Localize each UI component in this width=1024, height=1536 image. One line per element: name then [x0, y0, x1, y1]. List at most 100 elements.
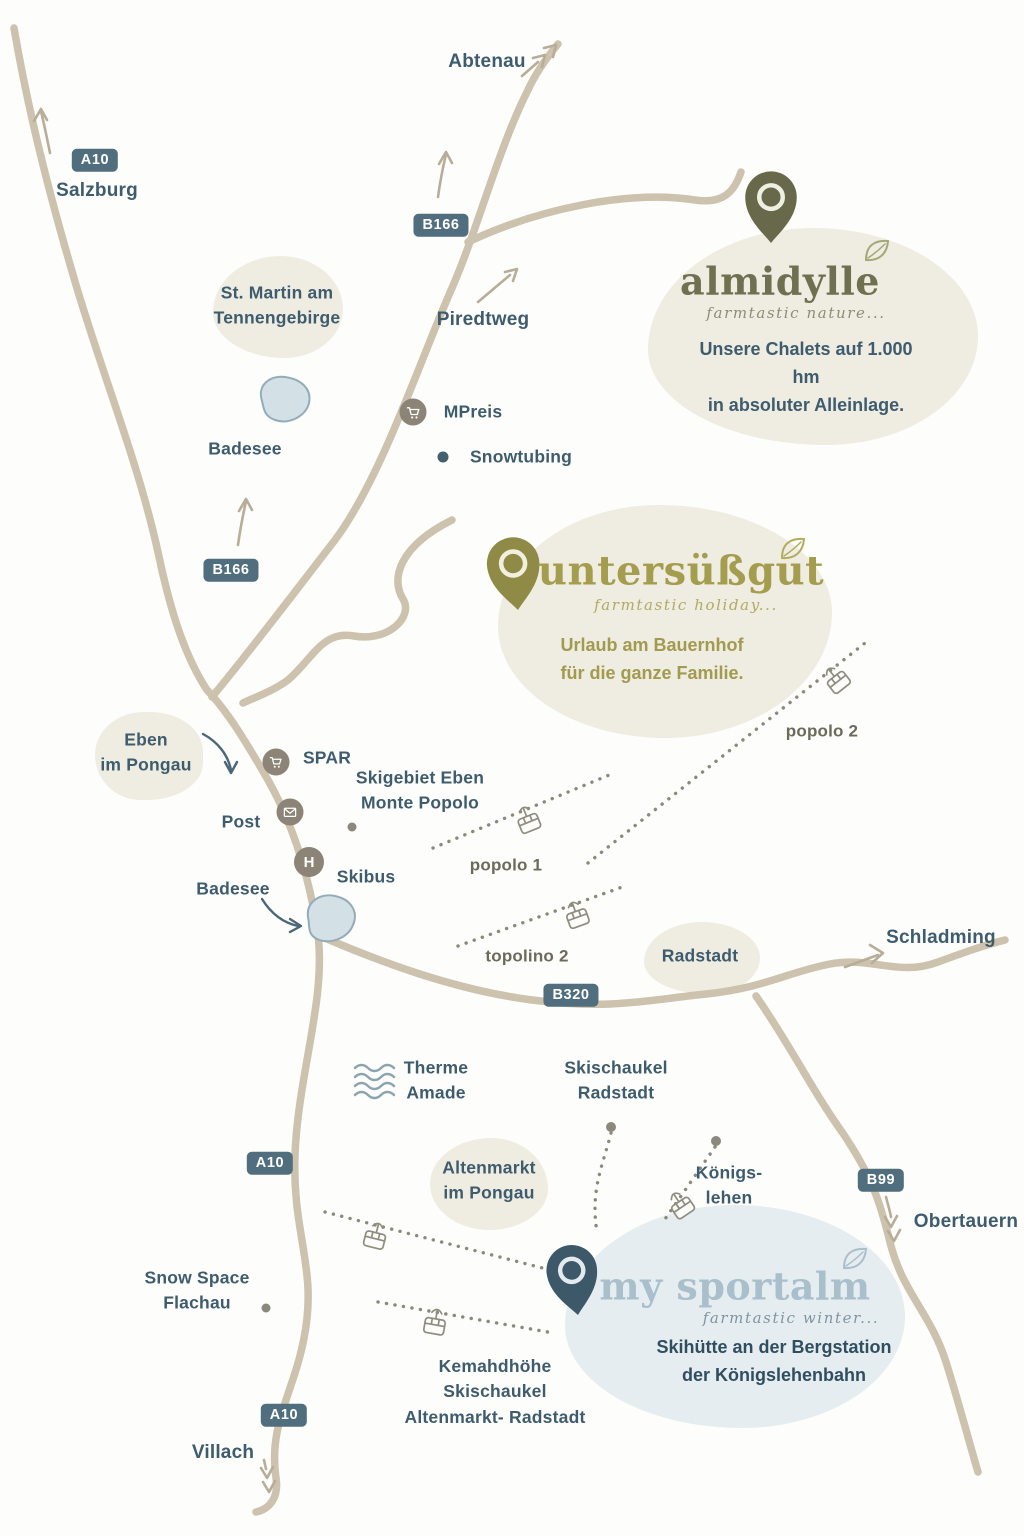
- place-label-badesee-north: Badesee: [208, 438, 282, 459]
- leaf-icon: [780, 537, 806, 560]
- arrow-obertauern-icon: [883, 1195, 902, 1243]
- post-office-icon: [276, 798, 304, 826]
- road-a10-south: [203, 686, 324, 1516]
- brand-tagline-my-sportalm: Skihütte an der Bergstation der Königsle…: [656, 1337, 892, 1385]
- badge-a10-bottom: A10: [260, 1403, 308, 1427]
- arrow-b166-mid-icon: [236, 497, 254, 547]
- brand-name-almidylle: almidylle: [680, 258, 880, 304]
- almidylle-area-blob: [648, 228, 978, 445]
- skischaukel-radstadt-dot: [606, 1122, 616, 1132]
- place-label-st-martin: St. Martin am Tennengebirge: [213, 282, 341, 328]
- arrow-villach-icon: [259, 1458, 277, 1494]
- arrow-piredtweg-icon: [476, 267, 519, 304]
- gondola-icon: [819, 662, 853, 696]
- my-sportalm-area-blob: [565, 1205, 905, 1428]
- lift-label-popolo1: popolo 1: [469, 855, 543, 875]
- gondola-icon: [422, 1306, 449, 1337]
- road-east-spur: [464, 168, 745, 246]
- skigebiet-dot: [347, 822, 357, 832]
- poi-dots: [261, 451, 721, 1313]
- road-b320: [314, 931, 1009, 1008]
- badge-a10-mid: A10: [246, 1151, 294, 1175]
- shopping-cart-icon: [269, 757, 282, 768]
- untersuessgut-pin-icon: [486, 537, 540, 610]
- skibus-stop-icon: H: [294, 847, 324, 877]
- road-b166: [208, 40, 562, 701]
- poi-label-koenigslehen: Königs- lehen: [695, 1162, 763, 1208]
- place-label-piredtweg: Piredtweg: [436, 309, 530, 331]
- roads: [10, 24, 1009, 1516]
- lift-label-popolo2: popolo 2: [785, 721, 859, 741]
- lake-badesee-north: [259, 375, 311, 423]
- place-label-altenmarkt: Altenmarkt im Pongau: [442, 1157, 536, 1203]
- st-martin-area-blob: [213, 256, 343, 358]
- poi-label-kemahdhoehe: Kemahdhöhe Skischaukel Altenmarkt- Radst…: [404, 1355, 586, 1427]
- place-label-radstadt: Radstadt: [661, 945, 739, 966]
- mpreis-store-icon: [399, 398, 427, 426]
- eben-area-blob: [95, 712, 203, 800]
- shopping-cart-icon: [406, 406, 419, 419]
- arrow-badesee-icon: [260, 897, 303, 934]
- poi-label-skischaukel-radstadt: Skischaukel Radstadt: [564, 1057, 668, 1103]
- lift-label-topolino2: topolino 2: [485, 946, 569, 966]
- brand-name-untersuessgut: untersüßgut: [537, 547, 825, 595]
- lift-line-kemahd-1: [323, 1210, 560, 1274]
- gondolas: [362, 662, 853, 1337]
- badge-b166-top: B166: [413, 213, 469, 237]
- brand-tagline-almidylle: Unsere Chalets auf 1.000 hm in absoluter…: [699, 339, 913, 415]
- waves-icon: [353, 1063, 396, 1100]
- road-b99: [752, 992, 982, 1476]
- lake-badesee-south: [306, 894, 356, 943]
- gondola-icon: [561, 898, 591, 930]
- lift-line-topolino2: [456, 884, 627, 948]
- lift-line-skischaukel-radstadt: [593, 1131, 613, 1234]
- brand-script-almidylle: farmtastic nature...: [706, 304, 886, 322]
- leaf-icon: [842, 1247, 868, 1270]
- place-label-salzburg: Salzburg: [56, 180, 138, 202]
- place-label-schladming: Schladming: [886, 927, 996, 949]
- pointer-arrows: [201, 732, 303, 934]
- badge-a10-top: A10: [71, 148, 119, 172]
- my-sportalm-pin-icon: [546, 1245, 598, 1315]
- poi-label-post: Post: [221, 811, 261, 832]
- brand-script-my-sportalm: farmtastic winter...: [702, 1309, 880, 1327]
- place-label-abtenau: Abtenau: [448, 51, 526, 73]
- badge-b166-mid: B166: [203, 558, 259, 582]
- poi-label-skibus: Skibus: [336, 866, 396, 887]
- almidylle-pin-icon: [745, 171, 797, 243]
- pins: [486, 171, 797, 1315]
- leaf-icon: [864, 239, 890, 262]
- brand-script-untersuessgut: farmtastic holiday...: [594, 596, 778, 614]
- spar-store-icon: [262, 748, 290, 776]
- brand-name-my-sportalm: my sportalm: [599, 1263, 871, 1309]
- poi-label-therme: Therme Amade: [403, 1057, 469, 1103]
- lift-line-popolo2: [586, 641, 867, 865]
- snow-space-dot: [261, 1303, 271, 1313]
- badge-b320: B320: [543, 983, 599, 1007]
- gondola-icon: [664, 1187, 697, 1221]
- poi-label-mpreis: MPreis: [443, 401, 503, 422]
- snowtubing-dot: [437, 451, 449, 463]
- koenigslehen-dot: [711, 1136, 721, 1146]
- place-label-obertauern: Obertauern: [913, 1211, 1019, 1233]
- gondola-icon: [512, 803, 543, 835]
- radstadt-area-blob: [644, 922, 760, 994]
- poi-label-skigebiet: Skigebiet Eben Monte Popolo: [355, 767, 485, 813]
- brand-tagline-untersuessgut: Urlaub am Bauernhof für die ganze Famili…: [560, 635, 744, 683]
- poi-label-spar: SPAR: [302, 747, 352, 768]
- arrow-abtenau-icon: [520, 43, 558, 78]
- lift-line-kemahd-2: [376, 1300, 550, 1334]
- poi-label-snowtubing: Snowtubing: [469, 446, 573, 467]
- place-label-badesee-south: Badesee: [196, 878, 270, 899]
- bus-stop-h-icon: H: [303, 853, 315, 871]
- direction-arrows: [32, 43, 902, 1494]
- arrow-salzburg-icon: [32, 107, 52, 155]
- road-untersuessgut: [239, 516, 456, 707]
- envelope-icon: [283, 807, 297, 817]
- lakes: [259, 375, 356, 943]
- place-label-villach: Villach: [191, 1442, 255, 1464]
- road-a10-north: [10, 24, 211, 694]
- lift-line-popolo1: [431, 771, 616, 850]
